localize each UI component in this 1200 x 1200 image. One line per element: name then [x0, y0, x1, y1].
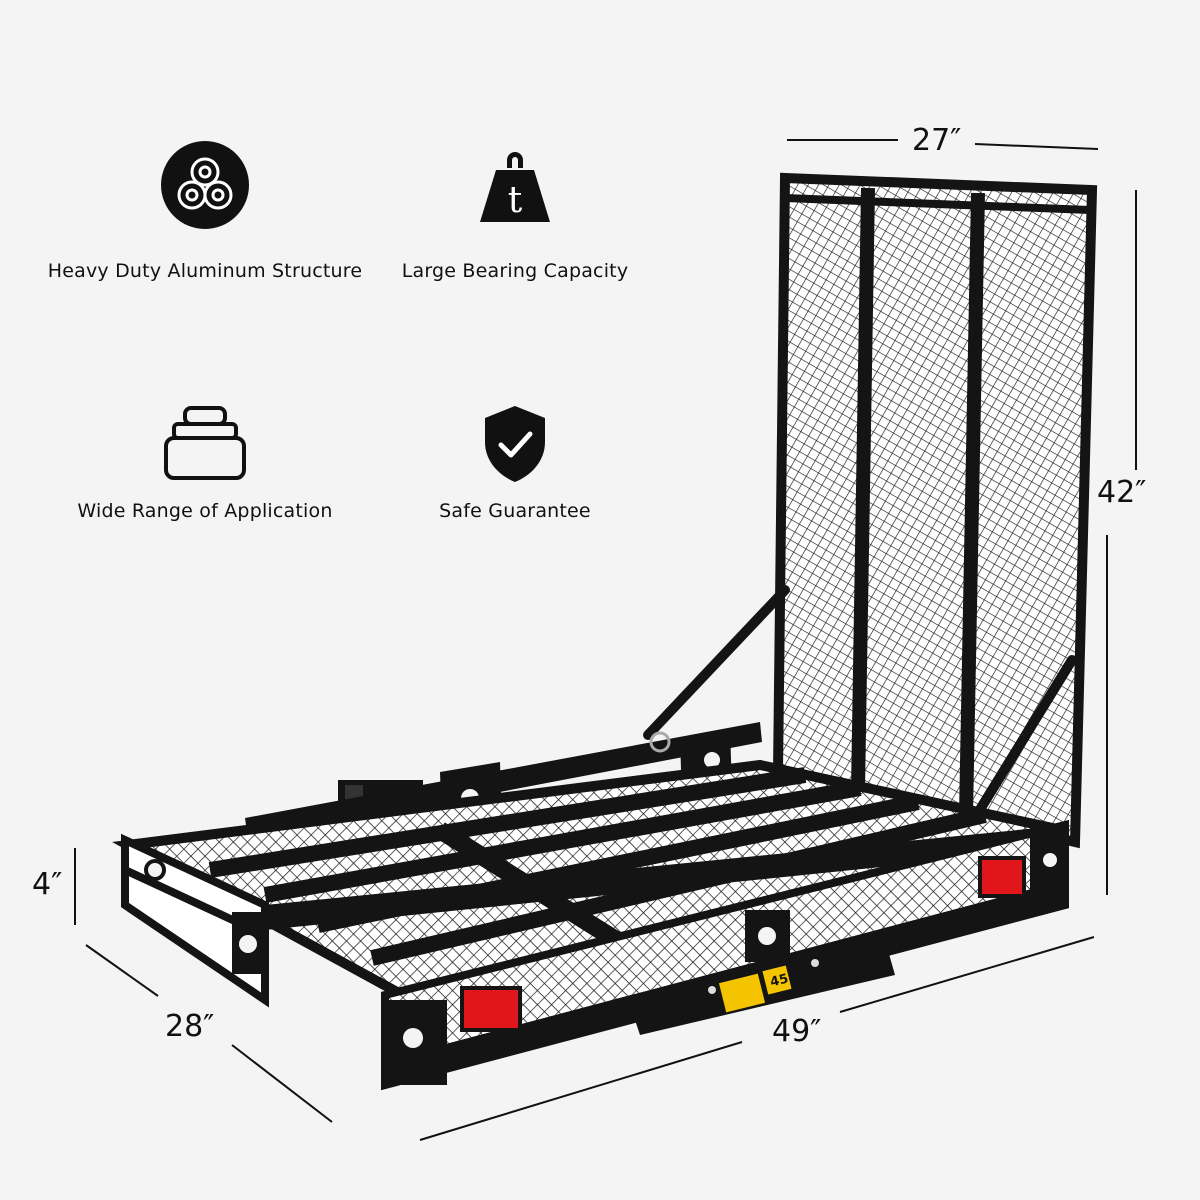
- dimension-ramp-height: 42″: [1097, 475, 1147, 510]
- weight-ton-icon: t: [480, 152, 550, 222]
- hitch-adapter-bar: 45: [630, 940, 895, 1035]
- folding-ramp: [772, 172, 1098, 849]
- stacked-layers-icon: [164, 406, 246, 480]
- feature-aluminum-structure: Heavy Duty Aluminum Structure: [35, 140, 375, 282]
- feature-label: Wide Range of Application: [77, 500, 333, 522]
- aluminum-tubes-icon: [161, 141, 249, 229]
- reflector-lights: [460, 856, 1026, 1032]
- svg-text:t: t: [508, 180, 523, 221]
- feature-label: Large Bearing Capacity: [401, 260, 629, 282]
- dimension-ramp-width: 27″: [912, 123, 962, 158]
- dimension-depth: 28″: [165, 1009, 215, 1044]
- feature-label: Heavy Duty Aluminum Structure: [47, 260, 363, 282]
- dimension-length: 49″: [772, 1014, 822, 1049]
- warning-label-number: 45: [769, 971, 790, 990]
- dimension-lines: [74, 139, 1137, 1141]
- dimension-side-height: 4″: [32, 867, 63, 902]
- feature-safe-guarantee: Safe Guarantee: [345, 400, 685, 522]
- feature-bearing-capacity: t Large Bearing Capacity: [345, 140, 685, 282]
- shield-check-icon: [485, 406, 545, 482]
- feature-wide-application: Wide Range of Application: [35, 400, 375, 522]
- feature-label: Safe Guarantee: [439, 500, 591, 522]
